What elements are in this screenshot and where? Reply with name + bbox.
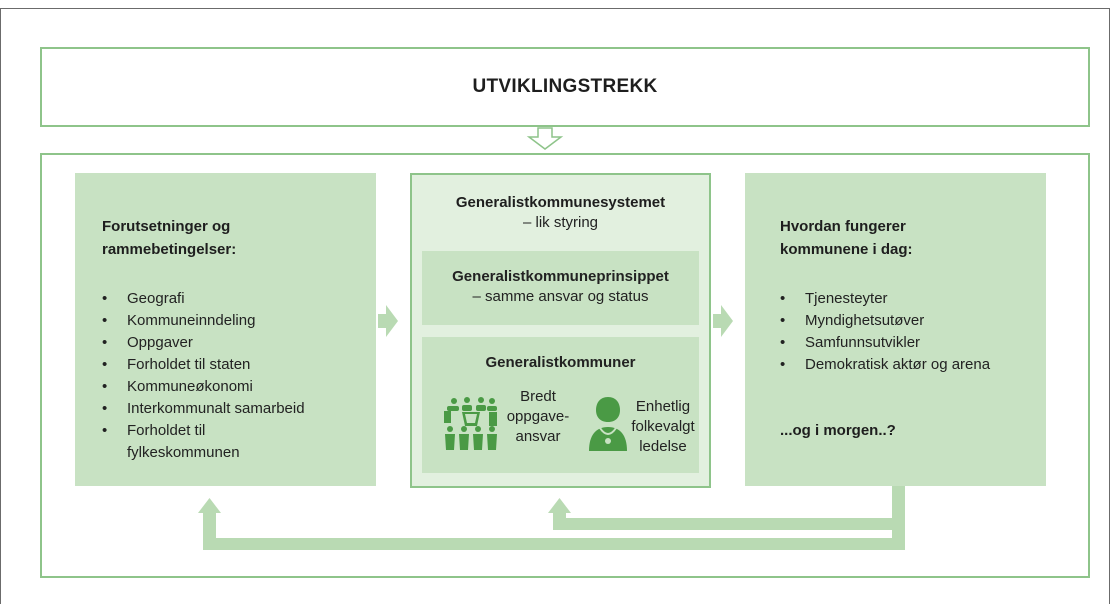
list-item: Geografi <box>102 288 376 310</box>
unified-line2: folkevalgt <box>631 418 695 435</box>
system-subtitle: – lik styring <box>522 214 599 231</box>
official-person-icon <box>589 397 627 451</box>
principle-box: Generalistkommuneprinsippet – samme ansv… <box>422 251 699 325</box>
prerequisites-heading: Forutsetninger og rammebetingelser: <box>102 215 376 261</box>
list-item: Oppgaver <box>102 332 376 354</box>
main-container <box>40 153 1090 578</box>
up-arrow-icon <box>548 498 571 513</box>
roles-list: Tjenesteyter Myndighetsutøver Samfunnsut… <box>780 288 1046 376</box>
principle-subtitle: – samme ansvar og status <box>472 288 649 305</box>
feedback-arrows <box>198 486 905 550</box>
list-item: Forholdet til staten <box>102 354 376 376</box>
broad-responsibility-label: Bredt oppgave- ansvar <box>506 387 570 447</box>
list-item: Demokratisk aktør og arena <box>780 354 1046 376</box>
functioning-heading-line1: Hvordan fungerer <box>780 218 906 235</box>
list-item: Myndighetsutøver <box>780 310 1046 332</box>
unified-leadership-label: Enhetlig folkevalgt ledelse <box>627 397 699 457</box>
prerequisites-heading-line2: rammebetingelser: <box>102 241 237 258</box>
list-item: Kommuneinndeling <box>102 310 376 332</box>
list-item-line1: Forholdet til <box>127 422 206 439</box>
list-item: Samfunnsutvikler <box>780 332 1046 354</box>
future-question: ...og i morgen..? <box>780 422 896 439</box>
broad-line1: Bredt <box>520 388 556 405</box>
up-arrow-icon <box>198 498 221 513</box>
communes-box: Generalistkommuner Bredt oppga <box>422 337 699 473</box>
broad-line2: oppgave- <box>506 408 570 425</box>
down-arrow-icon <box>526 127 564 150</box>
communes-title-block: Generalistkommuner <box>422 353 699 373</box>
header-box: UTVIKLINGSTREKK <box>40 47 1090 127</box>
list-item-line2: fylkeskommunen <box>127 444 240 461</box>
prerequisites-list: Geografi Kommuneinndeling Oppgaver Forho… <box>102 288 376 464</box>
list-item: Kommuneøkonomi <box>102 376 376 398</box>
functioning-heading-line2: kommunene i dag: <box>780 241 913 258</box>
right-arrow-icon <box>378 305 398 337</box>
unified-line1: Enhetlig <box>635 398 691 415</box>
communes-title: Generalistkommuner <box>485 354 636 371</box>
functioning-heading: Hvordan fungerer kommunene i dag: <box>780 215 1046 261</box>
unified-line3: ledelse <box>639 438 687 455</box>
prerequisites-panel: Forutsetninger og rammebetingelser: Geog… <box>75 173 376 486</box>
system-title-block: Generalistkommunesystemet – lik styring <box>412 193 709 233</box>
principle-title: Generalistkommuneprinsippet <box>452 268 669 285</box>
right-arrow-icon <box>713 305 733 337</box>
people-group-icon <box>444 397 497 450</box>
list-item: Interkommunalt samarbeid <box>102 398 376 420</box>
generalist-system-panel: Generalistkommunesystemet – lik styring … <box>410 173 711 488</box>
broad-line3: ansvar <box>515 428 561 445</box>
figure-frame <box>0 8 1110 604</box>
functioning-panel: Hvordan fungerer kommunene i dag: Tjenes… <box>745 173 1046 486</box>
prerequisites-heading-line1: Forutsetninger og <box>102 218 231 235</box>
principle-title-block: Generalistkommuneprinsippet – samme ansv… <box>422 267 699 307</box>
system-title: Generalistkommunesystemet <box>455 194 666 211</box>
header-title: UTVIKLINGSTREKK <box>472 76 658 97</box>
list-item: Forholdet til fylkeskommunen <box>102 420 376 464</box>
list-item: Tjenesteyter <box>780 288 1046 310</box>
